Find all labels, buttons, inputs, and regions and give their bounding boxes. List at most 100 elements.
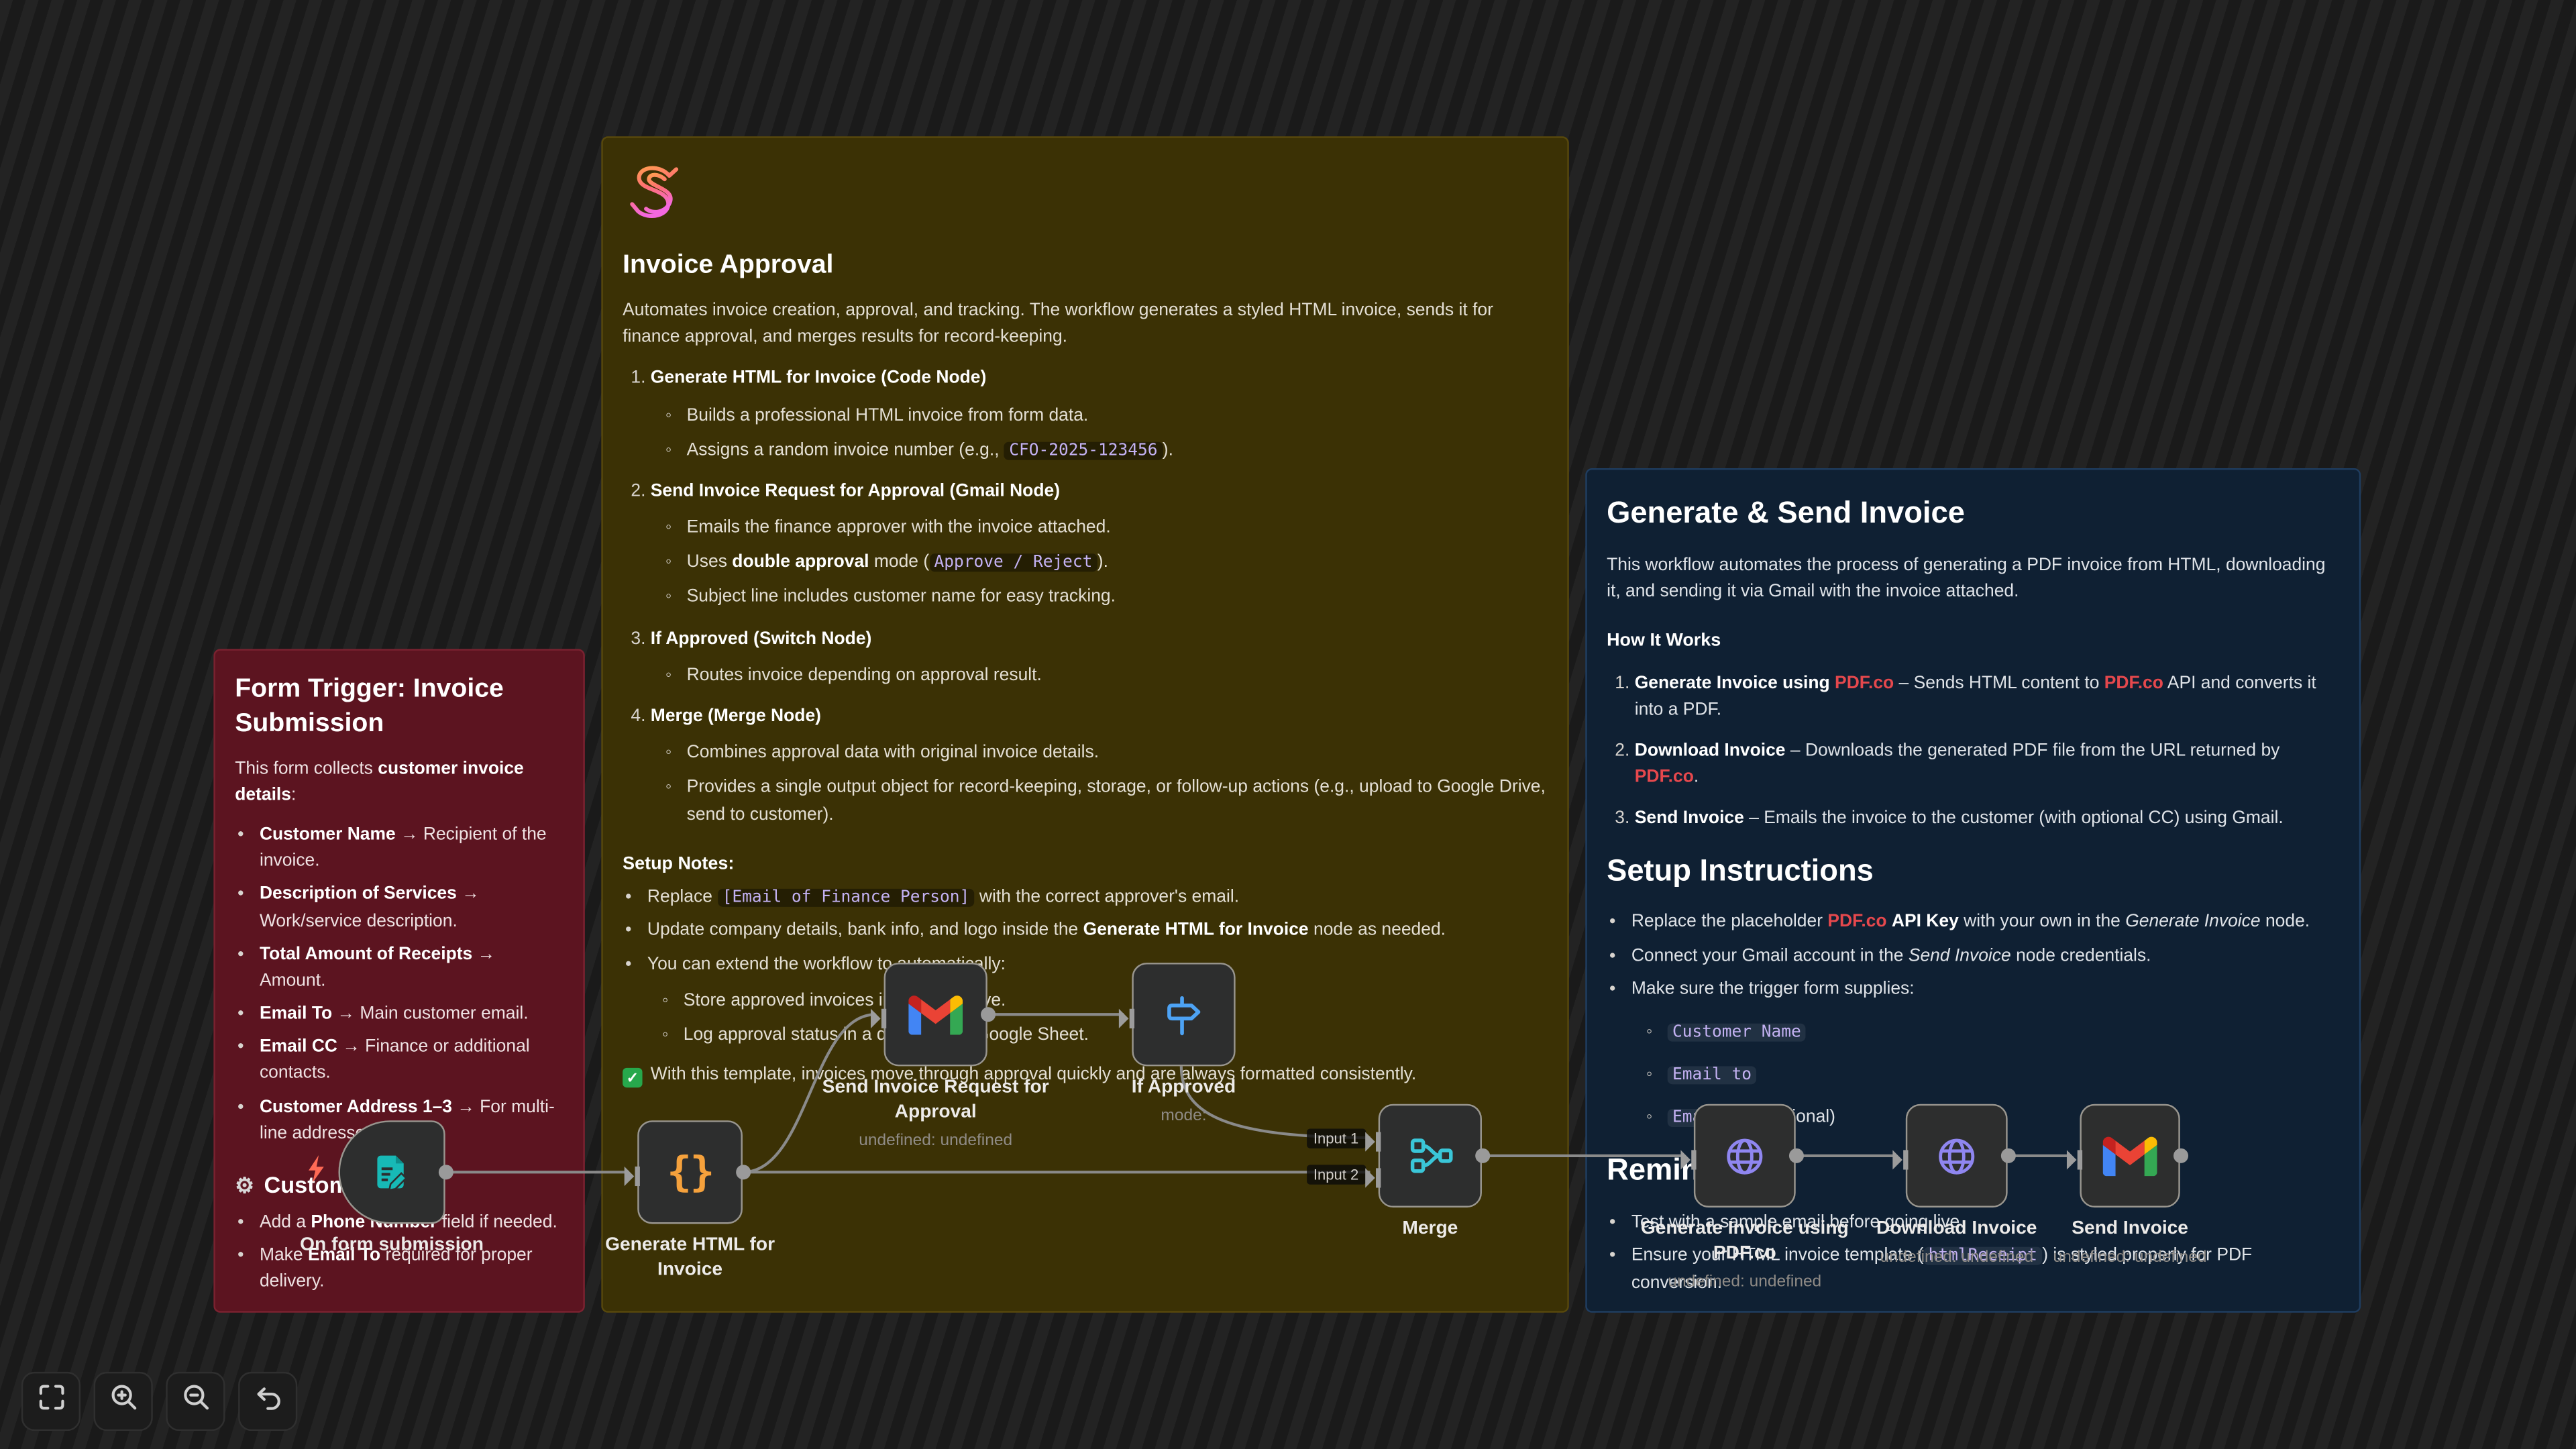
note-title: Invoice Approval — [623, 252, 834, 280]
connection-line[interactable] — [742, 1013, 876, 1174]
zoom-in-button[interactable] — [93, 1371, 153, 1432]
list-item: Make Email To required for proper delive… — [260, 1242, 564, 1295]
note-text: Customer Name → Recipient of the invoice… — [235, 821, 564, 1146]
list-item: Combines approval data with original inv… — [665, 740, 1548, 767]
note-title: Form Trigger: Invoice Submission — [235, 675, 504, 738]
output-connector[interactable] — [1788, 1148, 1804, 1163]
undo-button[interactable] — [238, 1371, 298, 1432]
list-item: Email to — [1646, 1061, 2339, 1088]
list-item: Test with a sample email before going li… — [1631, 1210, 2340, 1236]
list-item: Ensure your HTML invoice template (htmlR… — [1631, 1242, 2340, 1295]
note-title: Generate & Send Invoice — [1607, 494, 1965, 529]
signpost-icon — [1134, 965, 1234, 1065]
note-text: Test with a sample email before going li… — [1607, 1210, 2339, 1296]
zoom-out-button[interactable] — [166, 1371, 225, 1432]
node-label: Generate HTML for Invoice — [605, 1235, 775, 1280]
list-item: Send Invoice – Emails the invoice to the… — [1635, 806, 2340, 833]
fit-view-button[interactable] — [21, 1371, 81, 1432]
gmail-icon — [2082, 1106, 2178, 1205]
output-connector[interactable] — [1475, 1148, 1491, 1163]
creator-logo-icon — [623, 158, 1548, 233]
note-text: Setup Notes: — [623, 853, 735, 874]
output-connector[interactable] — [2000, 1148, 2016, 1163]
note-text: Generate Invoice using PDF.co – Sends HT… — [1607, 669, 2339, 832]
node-label: Merge — [1402, 1219, 1458, 1239]
zoom-out-icon — [180, 1382, 211, 1421]
input-connector[interactable] — [624, 1164, 641, 1193]
form-icon — [340, 1122, 443, 1222]
note-title: Setup Instructions — [1607, 851, 1874, 887]
node-subtitle: undefined: undefined — [1880, 1248, 2034, 1267]
input-label: Input 1 — [1307, 1128, 1366, 1148]
note-text: How It Works — [1607, 631, 1721, 651]
inline-code: [Email of Finance Person] — [717, 889, 975, 908]
merge-icon — [1380, 1106, 1480, 1205]
list-item: Assigns a random invoice number (e.g., C… — [665, 437, 1548, 464]
list-item: Merge (Merge Node)Combines approval data… — [651, 703, 1548, 828]
input-connector[interactable] — [1680, 1148, 1697, 1177]
input-label: Input 2 — [1307, 1164, 1366, 1184]
input-connector[interactable] — [1118, 1006, 1135, 1036]
output-connector[interactable] — [981, 1007, 996, 1022]
input-connector[interactable] — [1892, 1148, 1909, 1177]
node-subtitle: mode: — [1161, 1107, 1207, 1126]
list-item: Provides a single output object for reco… — [665, 775, 1548, 828]
list-item: Emails the finance approver with the inv… — [665, 515, 1548, 541]
node-form[interactable]: On form submission — [300, 1120, 484, 1255]
list-item: Generate Invoice using PDF.co – Sends HT… — [1635, 669, 2340, 722]
gmail-icon — [885, 965, 985, 1065]
trigger-bolt-icon — [306, 1152, 327, 1192]
list-item: If Approved (Switch Node)Routes invoice … — [651, 625, 1548, 689]
note-text: This workflow automates the process of g… — [1607, 555, 2326, 602]
input-connector[interactable] — [1365, 1166, 1381, 1195]
list-item: Builds a professional HTML invoice from … — [665, 402, 1548, 429]
output-connector[interactable] — [2174, 1148, 2189, 1163]
code-icon: {} — [667, 1148, 714, 1196]
list-item: Replace [Email of Finance Person] with t… — [647, 884, 1548, 911]
output-connector[interactable] — [438, 1165, 453, 1180]
note-text: This form collects customer invoice deta… — [235, 758, 524, 805]
list-item: Generate HTML for Invoice (Code Node)Bui… — [651, 366, 1548, 464]
note-text: Generate HTML for Invoice (Code Node)Bui… — [623, 366, 1548, 828]
node-genhtml[interactable]: {} Generate HTML for Invoice — [605, 1120, 775, 1280]
inline-code: htmlReceipt — [1923, 1247, 2043, 1266]
list-item: Replace the placeholder PDF.co API Key w… — [1631, 909, 2340, 936]
fit-icon — [36, 1382, 67, 1421]
input-connector[interactable] — [1365, 1130, 1381, 1160]
list-item: Uses double approval mode (Approve / Rej… — [665, 549, 1548, 576]
list-item: Email To → Main customer email. — [260, 1001, 564, 1028]
inline-code: CFO-2025-123456 — [1004, 441, 1163, 460]
list-item: Send Invoice Request for Approval (Gmail… — [651, 478, 1548, 610]
inline-code: Customer Name — [1667, 1023, 1807, 1042]
list-item: Email CC → Finance or additional contact… — [260, 1034, 564, 1087]
note-text: Automates invoice creation, approval, an… — [623, 301, 1493, 347]
inline-code: Approve / Reject — [929, 554, 1097, 572]
input-connector[interactable] — [870, 1006, 887, 1036]
input-connector[interactable] — [2066, 1148, 2083, 1177]
undo-icon — [252, 1382, 284, 1421]
node-label: On form submission — [300, 1235, 484, 1256]
list-item: Download Invoice – Downloads the generat… — [1635, 738, 2340, 791]
list-item: Subject line includes customer name for … — [665, 584, 1548, 611]
output-connector[interactable] — [736, 1165, 751, 1180]
node-merge[interactable]: Merge — [1365, 1104, 1491, 1239]
list-item: Customer Name — [1646, 1018, 2339, 1045]
list-item: Customer Name → Recipient of the invoice… — [260, 821, 564, 874]
note-text: Replace [Email of Finance Person] with t… — [623, 884, 1548, 1049]
node-subtitle: undefined: undefined — [859, 1132, 1013, 1150]
check-icon: ✓ — [623, 1068, 643, 1088]
list-item: Routes invoice depending on approval res… — [665, 662, 1548, 689]
gear-icon: ⚙ — [235, 1173, 254, 1198]
